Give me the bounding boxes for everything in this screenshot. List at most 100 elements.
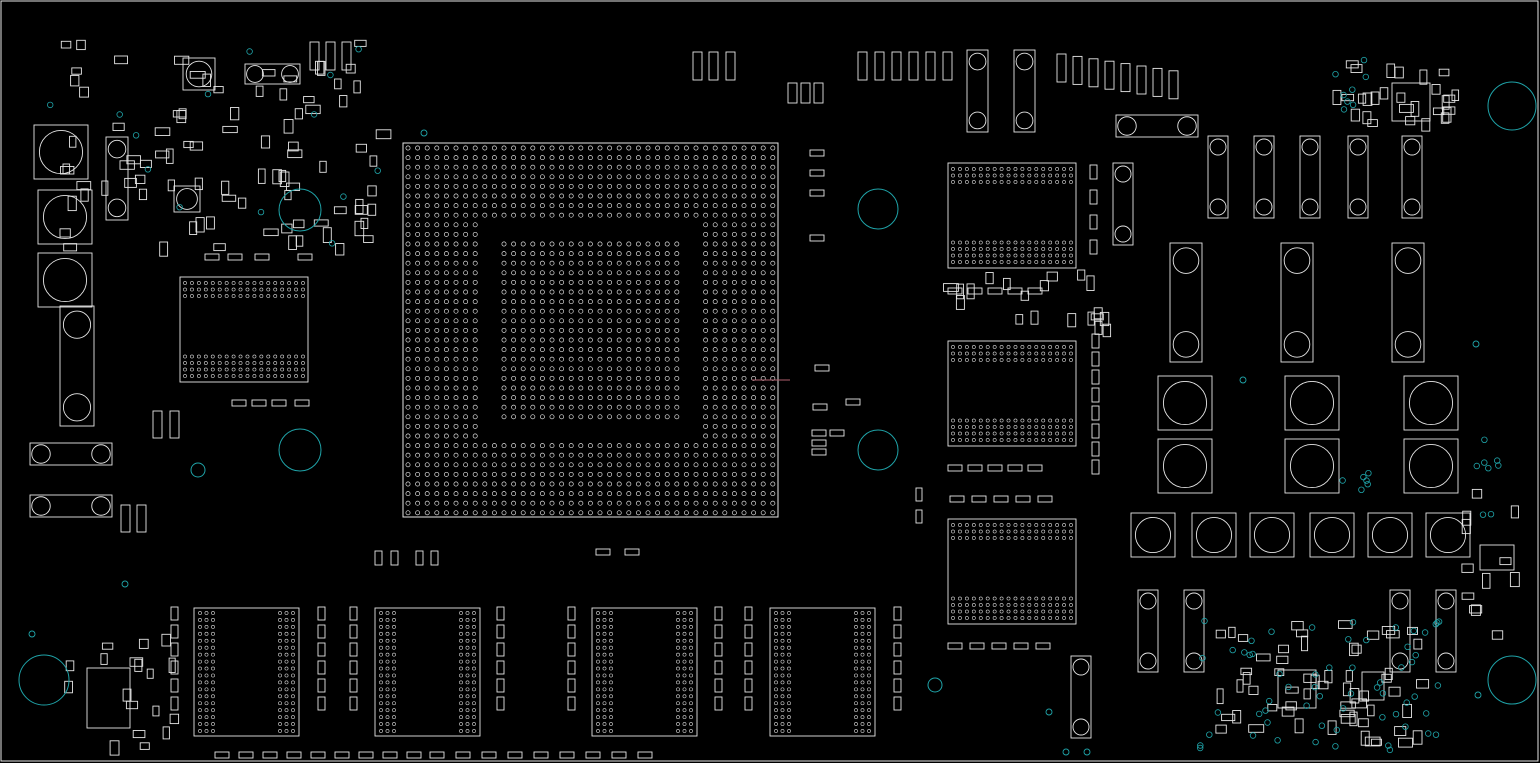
- bga-ball: [434, 423, 440, 429]
- memory-pad: [854, 659, 858, 664]
- bga-ball: [587, 375, 593, 381]
- bga-ball: [616, 356, 622, 362]
- smd-part: [70, 74, 80, 87]
- memory-pad: [211, 645, 215, 650]
- bga-ball: [549, 337, 555, 343]
- bga-ball: [722, 433, 728, 439]
- bga-ball: [443, 212, 449, 218]
- bga-ball: [655, 279, 661, 285]
- bga-ball: [511, 241, 517, 247]
- small-smd-components: [59, 39, 1520, 759]
- bga-ball: [568, 443, 574, 449]
- memory-pad: [1069, 438, 1073, 442]
- via: [1255, 710, 1263, 718]
- smd-part: [1451, 89, 1460, 101]
- bga-ball: [501, 347, 507, 353]
- smd-part: [317, 660, 326, 675]
- memory-pad: [860, 694, 865, 699]
- via: [1062, 748, 1070, 756]
- bga-ball: [568, 366, 574, 372]
- bga-ball: [559, 145, 565, 151]
- smd-part: [159, 241, 169, 257]
- smd-part: [230, 107, 240, 121]
- bga-ball: [424, 231, 430, 237]
- mosfet-body: [1137, 589, 1159, 673]
- smd-part: [893, 624, 902, 639]
- bga-ball: [712, 471, 718, 477]
- memory-pad: [379, 624, 383, 629]
- bga-ball: [751, 260, 757, 266]
- memory-pad: [217, 374, 222, 378]
- bga-ball: [530, 145, 536, 151]
- memory-pad: [682, 652, 687, 657]
- memory-pad: [379, 652, 383, 657]
- memory-pad: [978, 596, 983, 601]
- memory-pad: [774, 645, 778, 650]
- bga-ball: [453, 443, 459, 449]
- smd-part: [1332, 89, 1342, 105]
- memory-pad: [259, 354, 264, 359]
- bga-ball: [443, 356, 449, 362]
- bga-ball: [607, 385, 613, 391]
- bga-ball: [530, 414, 536, 420]
- bga-ball: [741, 337, 747, 343]
- smd-part: [161, 633, 171, 647]
- bga-ball: [568, 500, 574, 506]
- smd-part: [1345, 60, 1359, 69]
- memory-pad: [1013, 418, 1018, 423]
- bga-ball: [463, 270, 469, 276]
- memory-pad: [787, 618, 791, 622]
- memory-pad: [854, 652, 858, 657]
- smd-part: [1267, 704, 1278, 712]
- bga-ball: [559, 318, 565, 324]
- bga-ball: [635, 356, 641, 362]
- mosfet-pad: [1255, 198, 1273, 216]
- memory-pad: [273, 281, 278, 285]
- bga-ball: [511, 404, 517, 410]
- bga-ball: [674, 174, 680, 180]
- bga-ball: [434, 404, 440, 410]
- bga-ball: [770, 356, 776, 362]
- smd-part: [1035, 642, 1051, 650]
- bga-ball: [549, 318, 555, 324]
- bga-ball: [635, 318, 641, 324]
- bga-ball: [751, 385, 757, 391]
- bga-ball: [424, 299, 430, 305]
- bga-ball: [664, 308, 670, 314]
- smd-part: [367, 185, 377, 197]
- bga-ball: [405, 231, 411, 237]
- bga-ball: [626, 289, 632, 295]
- bga-ball: [607, 337, 613, 343]
- bga-ball: [530, 260, 536, 266]
- bga-ball: [703, 260, 709, 266]
- memory-pad: [472, 708, 476, 713]
- bga-ball: [424, 318, 430, 324]
- mounting-hole: [1487, 81, 1537, 131]
- smd-part: [1285, 701, 1297, 711]
- smd-part: [254, 253, 270, 261]
- memory-pad: [204, 611, 209, 615]
- bga-ball: [424, 145, 430, 151]
- bga-ball: [587, 299, 593, 305]
- bga-ball: [511, 308, 517, 314]
- bga-ball: [731, 318, 737, 324]
- bga-ball: [674, 212, 680, 218]
- bga-ball: [568, 375, 574, 381]
- bga-ball: [616, 279, 622, 285]
- smd-part: [1345, 670, 1353, 682]
- bga-ball: [568, 337, 574, 343]
- memory-pad: [204, 708, 209, 713]
- bga-ball: [616, 452, 622, 458]
- memory-pad: [992, 240, 997, 245]
- bga-ball: [703, 193, 709, 199]
- via: [1312, 738, 1319, 746]
- memory-pad: [971, 431, 976, 436]
- smd-cap-tall: [708, 51, 719, 81]
- bga-ball: [511, 443, 517, 449]
- bga-ball: [722, 452, 728, 458]
- bga-ball: [703, 299, 709, 305]
- memory-pad: [385, 687, 390, 692]
- bga-ball: [424, 289, 430, 295]
- bga-ball: [587, 471, 593, 477]
- smd-cap: [787, 82, 798, 104]
